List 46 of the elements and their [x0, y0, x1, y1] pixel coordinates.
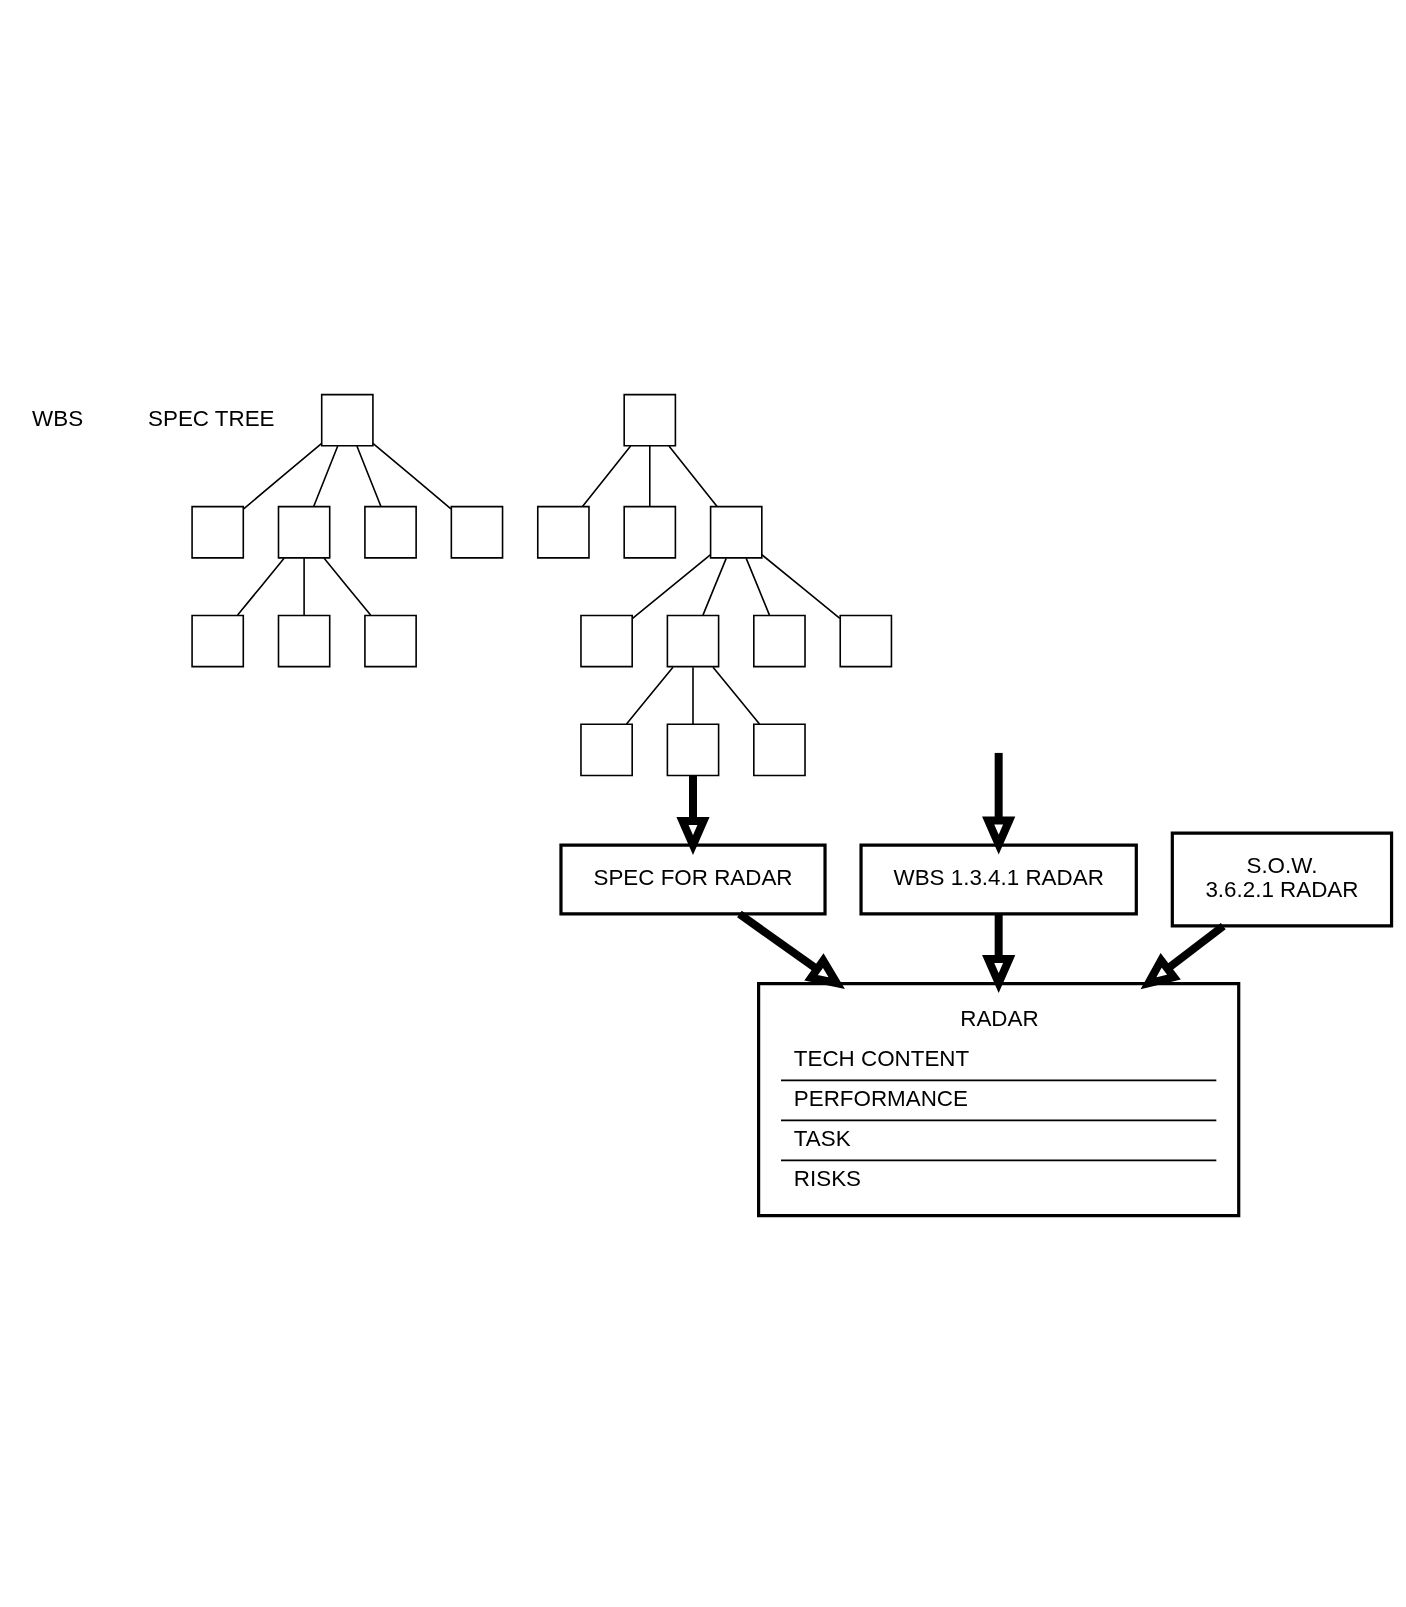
- node-box: [709, 505, 763, 559]
- connector: [702, 557, 727, 616]
- connector: [761, 553, 841, 620]
- connector: [372, 442, 452, 510]
- label: WBS: [32, 406, 84, 432]
- connector: [356, 445, 382, 508]
- node-box: WBS 1.3.4.1 RADAR: [859, 843, 1138, 916]
- arrow: [676, 775, 710, 855]
- arrow: [1140, 922, 1226, 990]
- node-box: [277, 614, 331, 668]
- connector: [323, 557, 372, 616]
- node-box: [839, 614, 893, 668]
- node-box: [666, 614, 720, 668]
- node-box: RADAR TECH CONTENT PERFORMANCE TASK RISKS: [757, 981, 1241, 1218]
- connector: [631, 553, 712, 620]
- node-box: [623, 393, 677, 447]
- node-box: [753, 723, 806, 777]
- connector: [712, 666, 761, 725]
- connector: [692, 666, 694, 725]
- label: SPEC TREE: [148, 406, 275, 432]
- connector: [242, 442, 323, 510]
- node-box: [364, 614, 417, 668]
- connector: [745, 557, 771, 616]
- node-box: [623, 505, 677, 559]
- node-box: [320, 393, 374, 447]
- connector: [312, 445, 339, 508]
- node-box: SPEC FOR RADAR: [559, 843, 827, 916]
- connector: [649, 445, 651, 508]
- node-box: [364, 505, 417, 559]
- connector: [303, 557, 305, 616]
- node-box: [536, 505, 590, 559]
- node-box: [580, 614, 633, 668]
- connector: [625, 666, 674, 725]
- node-box: [191, 614, 245, 668]
- connector: [236, 557, 285, 616]
- node-box: [191, 505, 245, 559]
- node-box: [580, 723, 633, 777]
- connector: [581, 445, 632, 508]
- connector: [668, 445, 718, 508]
- node-box: [753, 614, 806, 668]
- node-box: [450, 505, 504, 559]
- arrow: [982, 914, 1016, 994]
- node-box: S.O.W. 3.6.2.1 RADAR: [1170, 831, 1394, 928]
- node-box: [666, 723, 720, 777]
- node-box: [277, 505, 331, 559]
- arrow: [737, 910, 845, 989]
